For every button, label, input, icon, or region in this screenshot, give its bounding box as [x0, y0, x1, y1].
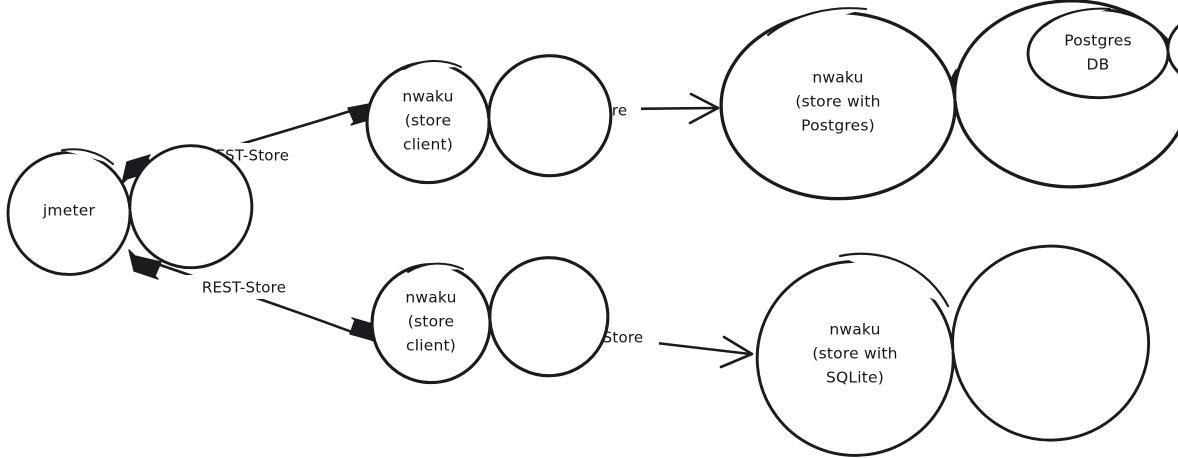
arrowhead-open-right-store-bottom	[719, 335, 754, 369]
edge-rest-store-bottom-label-bg	[182, 275, 308, 299]
node-nwaku-store-client-bottom[interactable]: nwaku (store client)	[370, 256, 610, 385]
node-postgres-db-sketch-overstroke	[1044, 7, 1111, 27]
node-nwaku-store-sqlite-outline	[755, 244, 1150, 457]
node-nwaku-store-client-bottom-outline	[370, 256, 610, 385]
node-jmeter-outline	[6, 144, 254, 276]
node-nwaku-store-client-top-outline	[365, 54, 613, 185]
node-jmeter-sketch-overstroke	[60, 148, 115, 166]
arrowhead-open-right-store-top	[688, 92, 720, 125]
node-nwaku-store-sqlite[interactable]: nwaku (store with SQLite)	[755, 244, 1150, 457]
node-postgres-db-outline	[1026, 8, 1178, 100]
node-nwaku-store-client-top-sketch-overstroke	[403, 60, 462, 70]
node-nwaku-store-client-bottom-sketch-overstroke	[407, 262, 464, 273]
node-nwaku-store-sqlite-sketch-overstroke	[838, 252, 950, 308]
edge-rest-store-bottom[interactable]: REST-Store	[128, 249, 383, 348]
node-nwaku-store-client-top[interactable]: nwaku (store client)	[365, 54, 613, 185]
arrowhead-solid-jmeter-bottom	[128, 249, 162, 280]
node-nwaku-store-postgres-sketch-overstroke	[766, 7, 868, 37]
